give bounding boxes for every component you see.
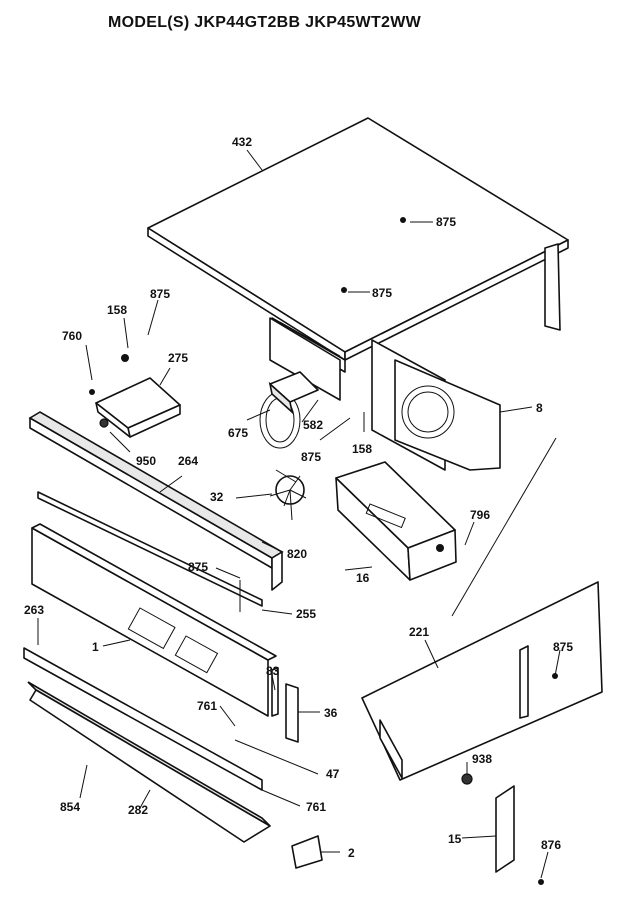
part-bracket [89, 354, 181, 438]
callout-432: 432 [232, 135, 252, 149]
callout-875: 875 [436, 215, 456, 229]
callout-8: 8 [536, 401, 543, 415]
part-fan [269, 469, 307, 521]
part-trim-rail [28, 411, 284, 607]
callout-32: 32 [210, 490, 224, 504]
callout-263: 263 [24, 603, 44, 617]
diagram-title: MODEL(S) JKP44GT2BB JKP45WT2WW [108, 14, 422, 31]
callout-760: 760 [62, 329, 82, 343]
part-side-base [361, 581, 603, 785]
callout-264: 264 [178, 454, 198, 468]
callout-820: 820 [287, 547, 307, 561]
screw-icon [121, 354, 129, 362]
part-control-board [335, 461, 457, 581]
callout-282: 282 [128, 803, 148, 817]
leader-lines [37, 149, 561, 879]
callout-875: 875 [188, 560, 208, 574]
callout-275: 275 [168, 351, 188, 365]
callout-761: 761 [306, 800, 326, 814]
callout-1: 1 [92, 640, 99, 654]
callout-875: 875 [301, 450, 321, 464]
callout-158: 158 [107, 303, 127, 317]
part-top-cover [147, 117, 569, 373]
callout-796: 796 [470, 508, 490, 522]
callout-47: 47 [326, 767, 340, 781]
callout-255: 255 [296, 607, 316, 621]
callout-675: 675 [228, 426, 248, 440]
callout-582: 582 [303, 418, 323, 432]
screw-icon [538, 879, 544, 885]
callout-950: 950 [136, 454, 156, 468]
callout-16: 16 [356, 571, 370, 585]
washer-icon [99, 418, 109, 428]
callout-158: 158 [352, 442, 372, 456]
callout-875: 875 [553, 640, 573, 654]
screw-icon [341, 287, 347, 293]
callout-875: 875 [372, 286, 392, 300]
callout-854: 854 [60, 800, 80, 814]
part-fan-shroud [269, 317, 501, 471]
callout-761: 761 [197, 699, 217, 713]
grommet-icon [461, 773, 473, 785]
part-motor [259, 371, 319, 449]
screw-icon [89, 389, 95, 395]
part-control-panel [31, 523, 277, 717]
callout-2: 2 [348, 846, 355, 860]
part-lower-vent [23, 647, 271, 843]
callout-876: 876 [541, 838, 561, 852]
callout-labels: 432 875 875 875 158 760 275 675 582 875 … [24, 135, 573, 860]
callout-221: 221 [409, 625, 429, 639]
knob-icon [436, 544, 444, 552]
callout-15: 15 [448, 832, 462, 846]
screw-icon [400, 217, 406, 223]
callout-938: 938 [472, 752, 492, 766]
callout-36: 36 [324, 706, 338, 720]
callout-83: 83 [266, 664, 280, 678]
callout-875: 875 [150, 287, 170, 301]
part-small-brackets [271, 667, 544, 885]
